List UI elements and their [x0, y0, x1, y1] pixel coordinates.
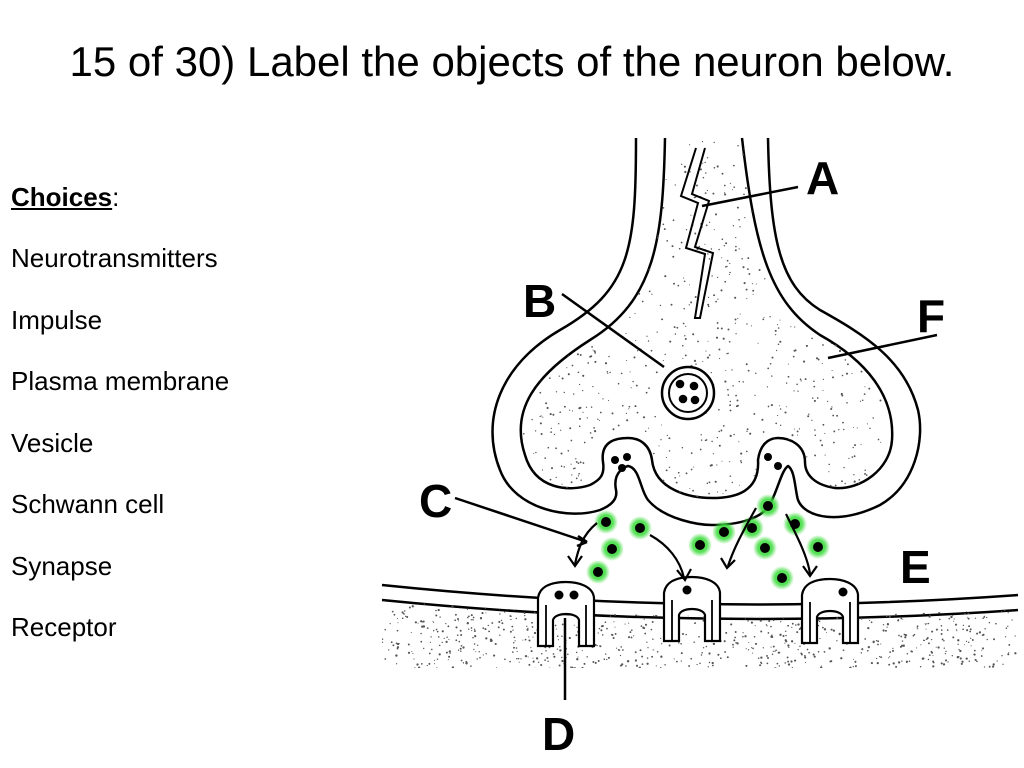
choice-item-vesicle: Vesicle — [11, 427, 94, 458]
neurotransmitter — [806, 535, 830, 559]
neurotransmitter — [594, 510, 618, 534]
slide-title: 15 of 30) Label the objects of the neuro… — [69, 38, 955, 85]
neurotransmitters — [586, 494, 830, 590]
label-c: C — [419, 475, 452, 527]
neurotransmitter — [712, 520, 736, 544]
neurotransmitter — [740, 516, 764, 540]
fusing-vesicle-left — [611, 453, 631, 472]
neurotransmitter — [600, 537, 624, 561]
postsynaptic-stipple — [382, 600, 1017, 668]
choice-item-receptor: Receptor — [11, 612, 117, 642]
neurotransmitter — [753, 536, 777, 560]
label-f: F — [917, 290, 945, 342]
neurotransmitter — [756, 494, 780, 518]
synapse-diagram: A B F C E D — [381, 137, 1019, 760]
choice-item-schwann-cell: Schwann cell — [11, 489, 165, 519]
choice-item-synapse: Synapse — [11, 550, 113, 581]
choices-heading-text: Choices — [11, 182, 113, 212]
choice-item-neurotransmitters: Neurotransmitters — [11, 243, 218, 273]
choices-heading: Choices: — [11, 178, 341, 216]
choices-panel: Choices: Neurotransmitters Impulse Plasm… — [11, 178, 341, 644]
label-e: E — [900, 541, 931, 593]
receptor-3 — [800, 577, 860, 645]
label-a: A — [806, 152, 839, 204]
receptor-1 — [536, 580, 596, 648]
receptor-2 — [662, 575, 722, 643]
fusing-vesicle-right — [764, 453, 782, 470]
label-leader-lines — [454, 185, 938, 700]
neurotransmitter — [688, 533, 712, 557]
postsynaptic-membrane-bottom — [381, 598, 1019, 621]
choices-heading-colon: : — [112, 182, 120, 212]
diffusion-arrows — [567, 507, 818, 582]
vesicle-inner-contents — [675, 379, 700, 405]
label-d: D — [542, 708, 575, 760]
impulse-bolt-icon — [679, 147, 715, 319]
terminal-inner-membrane — [519, 137, 894, 500]
label-b: B — [523, 275, 556, 327]
terminal-outer-membrane — [491, 137, 922, 527]
neurotransmitter — [586, 560, 610, 584]
choice-item-plasma-membrane: Plasma membrane — [11, 366, 230, 396]
neurotransmitter — [628, 516, 652, 540]
choice-item-impulse: Impulse — [11, 304, 103, 335]
choices-list: Neurotransmitters Impulse Plasma membran… — [11, 241, 341, 644]
neurotransmitter — [770, 566, 794, 590]
vesicle-inner-ring — [668, 373, 708, 413]
